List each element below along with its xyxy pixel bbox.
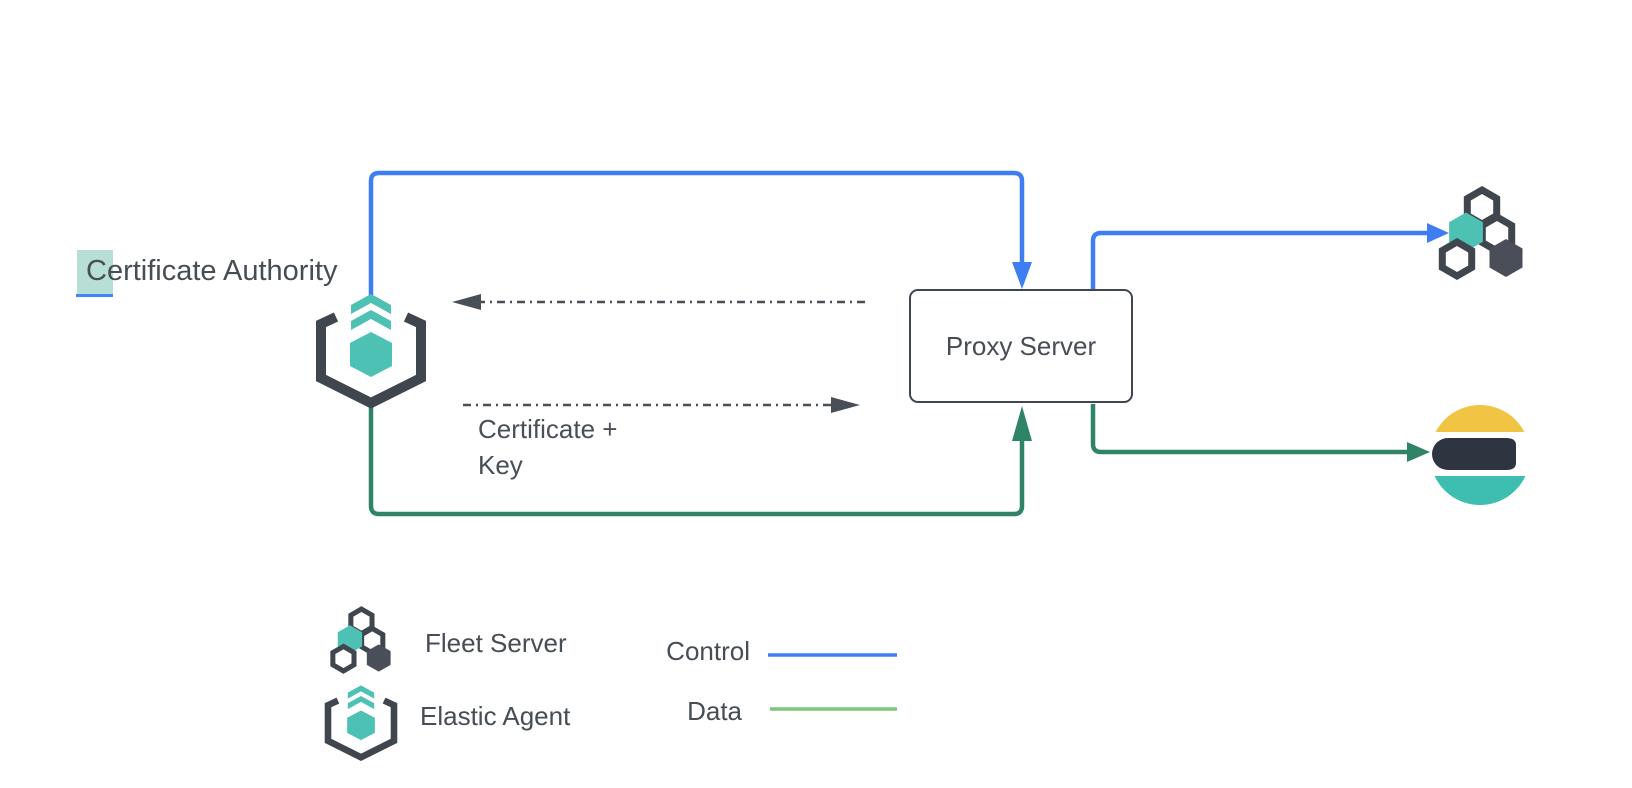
legend-fleet-server-icon bbox=[333, 609, 391, 672]
text-cursor bbox=[76, 294, 113, 297]
arrowhead-right-icon bbox=[831, 397, 860, 413]
legend-fleet-server-label: Fleet Server bbox=[425, 628, 567, 658]
fleet-server-icon bbox=[1442, 190, 1522, 277]
certificate-authority-label: Certificate Authority bbox=[86, 255, 338, 287]
elasticsearch-icon bbox=[1432, 404, 1526, 506]
legend-control-label: Control bbox=[666, 636, 750, 666]
certificate-key-label: Certificate + Key bbox=[478, 414, 618, 480]
legend-elastic-agent-icon bbox=[328, 685, 394, 757]
control-path-proxy-to-fleet bbox=[1090, 223, 1449, 289]
arrowhead-right-icon bbox=[1407, 442, 1430, 462]
data-path-agent-to-proxy bbox=[368, 403, 1032, 517]
legend-data-label: Data bbox=[687, 696, 742, 726]
legend-elastic-agent-label: Elastic Agent bbox=[420, 701, 571, 731]
arrowhead-right-icon bbox=[1427, 223, 1449, 243]
dashed-arrow-agent-to-proxy bbox=[463, 397, 860, 413]
control-path-agent-to-proxy bbox=[368, 170, 1032, 302]
arrowhead-left-icon bbox=[452, 294, 481, 310]
arrowhead-down-icon bbox=[1012, 262, 1032, 289]
data-path-proxy-to-elasticsearch bbox=[1090, 404, 1430, 462]
arrowhead-up-icon bbox=[1012, 406, 1032, 441]
proxy-server-label: Proxy Server bbox=[945, 330, 1097, 361]
text-selection-highlight bbox=[77, 250, 113, 297]
proxy-server-box: Proxy Server bbox=[909, 289, 1133, 403]
elastic-agent-icon bbox=[321, 294, 421, 403]
dashed-arrow-proxy-to-agent bbox=[452, 294, 865, 310]
